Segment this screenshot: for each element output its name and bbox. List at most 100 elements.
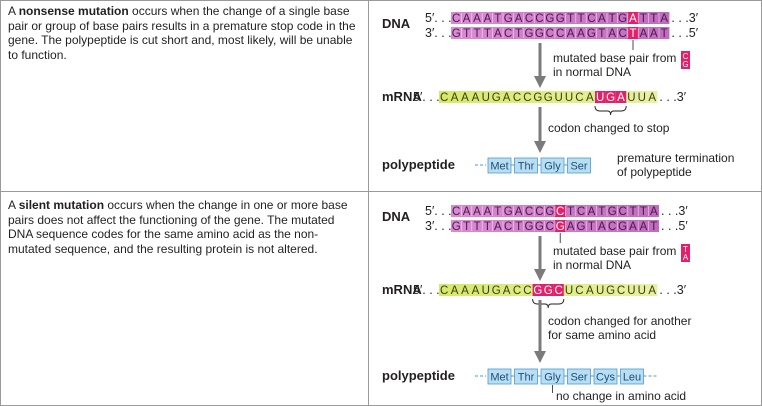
base-letter: T: [567, 13, 574, 25]
desc-prefix: A: [8, 4, 19, 18]
base-letter: A: [461, 285, 469, 297]
base-letter: G: [535, 28, 544, 40]
base-letter: U: [596, 285, 604, 297]
polypeptide-label: polypeptide: [382, 157, 455, 172]
base-letter: T: [650, 221, 657, 233]
base-letter: C: [523, 285, 531, 297]
mutated-base-highlight: [605, 91, 616, 103]
base-letter: U: [565, 92, 573, 104]
base-letter: G: [545, 206, 554, 218]
base-letter: A: [463, 206, 471, 218]
base-letter: A: [484, 206, 492, 218]
base-letter: G: [535, 221, 544, 233]
base-letter: T: [494, 206, 501, 218]
base-letter: A: [503, 92, 511, 104]
base-letter: T: [661, 28, 668, 40]
base-letter: C: [452, 206, 460, 218]
normal-pair-top: T: [683, 245, 688, 254]
mutated-base-highlight: [553, 284, 564, 296]
codon-brace: [532, 298, 565, 309]
base-letter: C: [554, 285, 562, 297]
base-letter: C: [504, 221, 512, 233]
base-letter: T: [494, 13, 501, 25]
nonsense-mutation-description: A nonsense mutation occurs when the chan…: [8, 4, 360, 62]
base-letter: G: [545, 13, 554, 25]
amino-acid-label: Thr: [518, 161, 535, 173]
base-letter: T: [629, 206, 636, 218]
mrna-label: mRNA: [382, 282, 422, 297]
base-letter: A: [598, 221, 606, 233]
base-letter: G: [533, 285, 542, 297]
base-letter: A: [472, 92, 480, 104]
base-letter: T: [650, 13, 657, 25]
amino-acid-label: Leu: [623, 372, 641, 384]
base-letter: C: [440, 285, 448, 297]
base-letter: T: [473, 221, 480, 233]
base-letter: A: [640, 28, 648, 40]
amino-acid-label: Ser: [570, 372, 587, 384]
mutated-base-highlight: [595, 91, 606, 103]
amino-acid-box: [567, 157, 591, 174]
base-letter: G: [606, 92, 615, 104]
mutated-base-highlight: [543, 284, 554, 296]
dna-label: DNA: [382, 16, 411, 31]
base-letter: A: [494, 28, 502, 40]
mrna-label: mRNA: [382, 89, 422, 104]
strand-suffix: . . .5′: [671, 26, 698, 40]
base-letter: A: [617, 92, 625, 104]
base-letter: U: [638, 285, 646, 297]
base-letter: G: [452, 28, 461, 40]
base-letter: C: [587, 13, 595, 25]
amino-acid-label: Met: [490, 372, 508, 384]
base-letter: A: [463, 13, 471, 25]
normal-pair-bottom: G: [682, 60, 688, 69]
amino-acid-label: Met: [490, 161, 508, 173]
base-letter: U: [482, 92, 490, 104]
strand-prefix: 5′. . .: [425, 204, 452, 218]
base-letter: G: [525, 221, 534, 233]
base-letter: U: [638, 92, 646, 104]
base-letter: A: [451, 92, 459, 104]
base-letter: C: [618, 206, 626, 218]
base-letter: T: [640, 13, 647, 25]
base-letter: C: [523, 92, 531, 104]
base-letter: A: [598, 13, 606, 25]
base-letter: T: [515, 28, 522, 40]
base-letter: G: [533, 92, 542, 104]
base-letter: T: [629, 28, 636, 40]
base-letter: C: [504, 28, 512, 40]
base-letter: T: [484, 221, 491, 233]
base-letter: A: [473, 13, 481, 25]
mutated-base-highlight: [615, 91, 627, 103]
base-letter: T: [515, 221, 522, 233]
base-letter: A: [577, 28, 585, 40]
mutation-note-2: in normal DNA: [553, 258, 631, 272]
base-letter: A: [640, 221, 648, 233]
base-letter: T: [598, 28, 605, 40]
mutation-note: mutated base pair from: [553, 244, 676, 258]
strand-suffix: . . .3′: [659, 90, 686, 104]
base-letter: C: [535, 13, 543, 25]
base-letter: C: [546, 221, 554, 233]
base-letter: C: [575, 92, 583, 104]
base-letter: C: [546, 28, 554, 40]
mutated-base-highlight: [555, 205, 566, 217]
strand-prefix: 5′. . .: [413, 283, 440, 297]
base-letter: U: [596, 92, 604, 104]
codon-brace: [594, 105, 627, 116]
base-letter: A: [650, 28, 658, 40]
peptide-note: premature termination: [617, 151, 734, 165]
base-letter: G: [544, 92, 553, 104]
base-letter: C: [513, 285, 521, 297]
base-letter: A: [650, 206, 658, 218]
amino-acid-label: Ser: [570, 161, 587, 173]
base-letter: A: [629, 221, 637, 233]
normal-pair-top: C: [683, 52, 689, 61]
base-letter: T: [609, 13, 616, 25]
base-letter: A: [648, 285, 656, 297]
base-letter: C: [525, 206, 533, 218]
base-letter: G: [618, 13, 627, 25]
base-letter: C: [513, 92, 521, 104]
